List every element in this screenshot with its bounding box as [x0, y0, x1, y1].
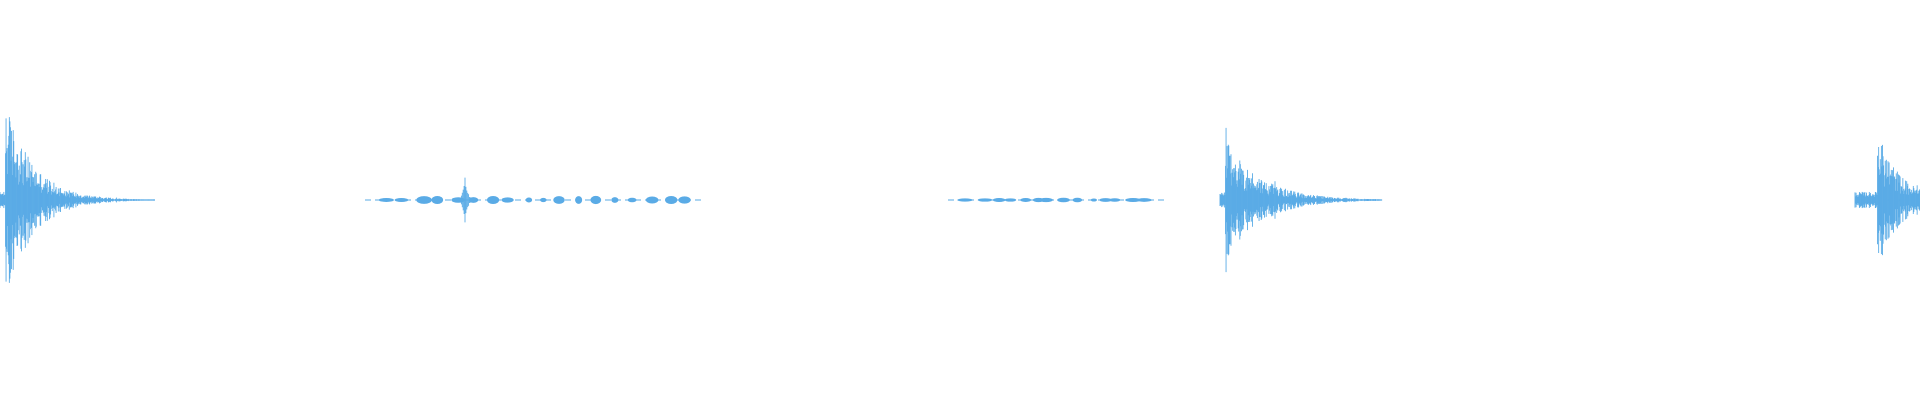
waveform-clip[interactable]	[1219, 127, 1383, 273]
waveform-clip[interactable]	[1854, 144, 1920, 256]
waveform-clip[interactable]	[365, 177, 705, 223]
waveform-clip[interactable]	[0, 117, 156, 283]
waveform-clip[interactable]	[948, 197, 1165, 203]
